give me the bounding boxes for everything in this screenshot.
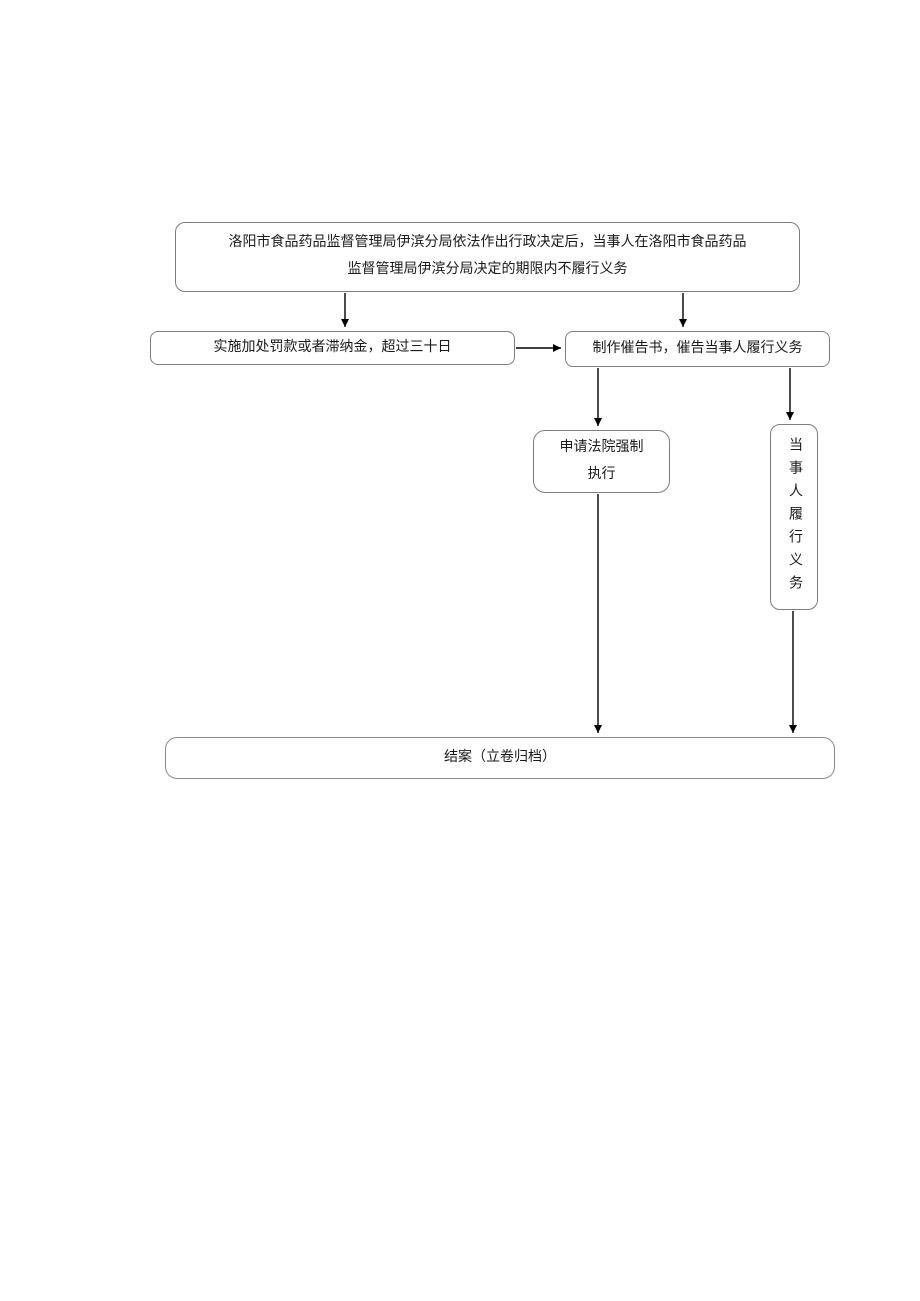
node-text-line2: 执行 [587,466,616,482]
node-text: 制作催告书，催告当事人履行义务 [592,340,803,356]
node-make-notice: 制作催告书，催告当事人履行义务 [565,331,830,367]
node-text: 洛阳市食品药品监督管理局伊滨分局依法作出行政决定后，当事人在洛阳市食品药品 监督… [186,230,789,283]
node-text-line1: 洛阳市食品药品监督管理局伊滨分局依法作出行政决定后，当事人在洛阳市食品药品 [228,235,747,251]
node-text: 申请法院强制 执行 [544,435,659,488]
node-case-closed: 结案（立卷归档） [165,737,835,779]
node-text-line2: 监督管理局伊滨分局决定的期限内不履行义务 [347,262,628,277]
node-additional-penalty: 实施加处罚款或者滞纳金，超过三十日 [150,331,515,365]
node-administrative-decision: 洛阳市食品药品监督管理局伊滨分局依法作出行政决定后，当事人在洛阳市食品药品 监督… [175,222,800,292]
node-party-performs-duty: 当事人履行义务 [770,424,818,610]
node-text-line1: 申请法院强制 [559,439,644,455]
node-text: 实施加处罚款或者滞纳金，超过三十日 [213,339,452,355]
node-text: 结案（立卷归档） [444,750,556,765]
node-text: 当事人履行义务 [787,436,802,598]
node-apply-court-enforcement: 申请法院强制 执行 [533,430,670,493]
